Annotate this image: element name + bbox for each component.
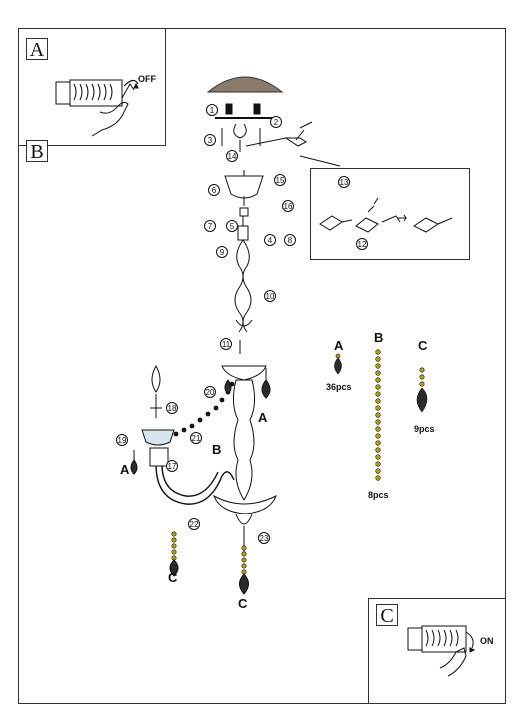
legend-crystals: [334, 349, 428, 481]
panel-a-state: OFF: [138, 74, 156, 84]
part-label-chain-b: B: [212, 442, 222, 457]
callout-8: 8: [284, 234, 296, 246]
callout-23: 23: [258, 532, 270, 544]
legend-c-count: 9pcs: [414, 424, 435, 434]
arm: [141, 429, 235, 505]
panel-a: [18, 28, 166, 146]
callout-6: 6: [208, 184, 220, 196]
part-label-arm-left-a: A: [120, 462, 130, 477]
legend-c-letter: C: [418, 338, 428, 353]
callout-21: 21: [190, 432, 202, 444]
switch-off-graphic: [55, 79, 139, 137]
legend-b-letter: B: [374, 330, 384, 345]
part-label-drop-left-c: C: [168, 570, 178, 585]
callout-7: 7: [204, 220, 216, 232]
crystal-drops: [130, 368, 271, 595]
central-column: [213, 365, 277, 552]
legend-a-count: 36pcs: [326, 382, 352, 392]
panel-c-letter: C: [376, 604, 398, 627]
callout-20: 20: [204, 386, 216, 398]
callout-9: 9: [216, 246, 228, 258]
callout-15: 15: [274, 174, 286, 186]
callout-19: 19: [116, 434, 128, 446]
callout-12: 12: [356, 238, 368, 250]
panel-b-letter: B: [26, 140, 48, 163]
callout-4: 4: [264, 234, 276, 246]
part-label-drop-center-c: C: [238, 596, 248, 611]
legend-b-count: 8pcs: [368, 490, 389, 500]
callout-2: 2: [270, 116, 282, 128]
chain: [234, 239, 253, 354]
ceiling-canopy: [206, 76, 284, 93]
diagram-frame: [18, 28, 506, 704]
panel-c-state: ON: [480, 636, 494, 646]
wiring-inset: [310, 168, 470, 260]
callout-18: 18: [166, 402, 178, 414]
wiring-connectors: [319, 197, 453, 233]
callout-3: 3: [204, 134, 216, 146]
candle-bulb: [150, 364, 162, 418]
callout-13: 13: [338, 176, 350, 188]
mounting-hardware: [215, 103, 341, 167]
callout-11: 11: [220, 338, 232, 350]
part-label-arm-right-a: A: [258, 410, 268, 425]
legend-a-letter: A: [334, 338, 344, 353]
callout-1: 1: [206, 104, 218, 116]
callout-10: 10: [264, 290, 276, 302]
callout-14: 14: [226, 150, 238, 162]
callout-17: 17: [166, 460, 178, 472]
panel-a-letter: A: [26, 38, 48, 61]
switch-on-graphic: [407, 625, 476, 677]
callout-16: 16: [282, 200, 294, 212]
callout-22: 22: [188, 518, 200, 530]
cup-canopy: [224, 170, 264, 241]
callout-5: 5: [226, 220, 238, 232]
